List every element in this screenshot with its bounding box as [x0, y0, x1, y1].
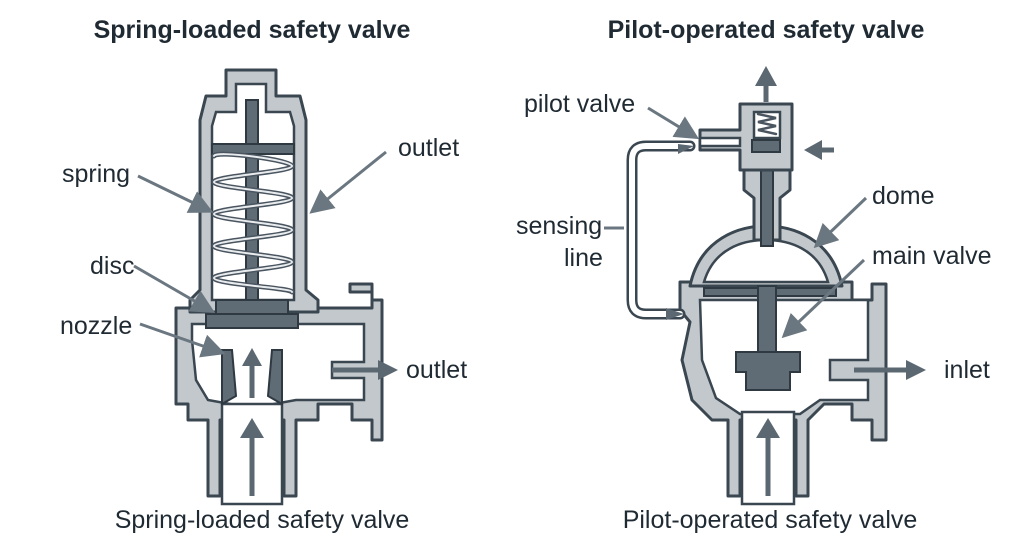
- left-leaders: [133, 150, 387, 358]
- left-title: Spring-loaded safety valve: [94, 16, 411, 44]
- nozzle-right: [266, 349, 283, 406]
- disc-holder: [215, 299, 289, 315]
- pilot-port: [698, 136, 742, 148]
- right-caption: Pilot-operated safety valve: [623, 506, 918, 534]
- left-caption: Spring-loaded safety valve: [115, 506, 410, 534]
- label-pilot-valve: pilot valve: [524, 90, 635, 118]
- label-disc: disc: [90, 252, 134, 280]
- label-inlet: inlet: [944, 356, 990, 384]
- label-nozzle: nozzle: [60, 312, 132, 340]
- label-spring: spring: [62, 160, 130, 188]
- main-valve-disc: [735, 351, 801, 391]
- label-main-valve: main valve: [872, 242, 992, 270]
- right-leaders: [604, 106, 868, 339]
- label-outlet-side: outlet: [406, 356, 467, 384]
- pilot-spring: [756, 112, 778, 136]
- label-line: line: [564, 244, 603, 272]
- sensing-line: [626, 140, 696, 320]
- label-dome: dome: [872, 182, 935, 210]
- right-title: Pilot-operated safety valve: [608, 16, 925, 44]
- disc: [205, 313, 299, 329]
- main-stem: [757, 285, 777, 357]
- flow-arrows-right: [666, 66, 926, 496]
- label-sensing: sensing: [516, 212, 602, 240]
- spring-loaded-valve: Spring-loaded safety valve: [60, 16, 467, 534]
- pilot-disc: [751, 139, 781, 153]
- flow-arrows-left: [240, 348, 398, 496]
- nozzle: [221, 349, 238, 406]
- label-outlet-top: outlet: [398, 134, 459, 162]
- pilot-operated-valve: Pilot-operated safety valve: [516, 16, 992, 534]
- spring-coil: [211, 151, 295, 295]
